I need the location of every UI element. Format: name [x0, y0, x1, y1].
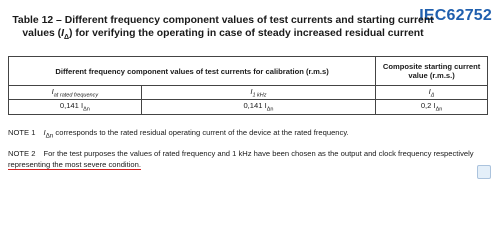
- title-line-1: Table 12 – Different frequency component…: [12, 15, 434, 26]
- symbol-cell-rated-frequency: Iat rated frequency: [8, 85, 142, 100]
- symbol-1khz-sub: 1 kHz: [252, 92, 267, 99]
- value-rated-sub: Δn: [83, 106, 90, 113]
- note-2-highlight: representing the most severe condition.: [8, 159, 141, 170]
- note-1-label: NOTE 1: [8, 128, 36, 137]
- symbol-delta: I: [428, 86, 431, 96]
- value-rated: 0,141 I: [59, 101, 84, 111]
- symbol-delta-sub: Δ: [430, 92, 435, 99]
- symbol-1khz: I: [250, 86, 253, 96]
- symbol-cell-1khz: I1 kHz: [140, 85, 377, 100]
- note-1-symbol: I: [43, 128, 46, 137]
- header-test-currents: Different frequency component values of …: [7, 56, 377, 86]
- note-1: NOTE 1 IΔn corresponds to the rated resid…: [8, 127, 492, 142]
- title-line-2-pre: values (: [22, 28, 62, 39]
- table-title: Table 12 – Different frequency component…: [8, 14, 438, 44]
- note-2-text: For the test purposes the values of rate…: [43, 148, 474, 158]
- title-symbol: I: [61, 28, 64, 39]
- value-cell-1khz: 0,141 IΔn: [140, 99, 377, 115]
- symbol-rated: I: [51, 86, 54, 96]
- header-composite-current: Composite starting current value (r.m.s.…: [375, 56, 488, 86]
- note-2-label: NOTE 2: [8, 148, 36, 158]
- note-1-text: corresponds to the rated residual operat…: [53, 128, 349, 137]
- value-1khz-sub: Δn: [266, 106, 274, 113]
- notes-section: NOTE 1 IΔn corresponds to the rated resid…: [8, 127, 492, 170]
- frequency-component-table: Different frequency component values of …: [7, 56, 488, 115]
- note-1-symbol-sub: Δn: [45, 132, 54, 140]
- value-delta: 0,2 I: [420, 101, 436, 111]
- watermark-logo-icon: [477, 165, 491, 179]
- value-1khz: 0,141 I: [243, 101, 267, 111]
- symbol-cell-delta: IΔ: [375, 85, 488, 100]
- symbol-rated-sub: at rated frequency: [53, 92, 99, 99]
- title-line-2-post: ) for verifying the operating in case of…: [69, 28, 424, 39]
- value-cell-rated-frequency: 0,141 IΔn: [8, 99, 142, 115]
- title-symbol-sub: Δ: [64, 34, 70, 42]
- value-delta-sub: Δn: [435, 106, 443, 113]
- watermark: [477, 165, 494, 179]
- value-cell-delta: 0,2 IΔn: [375, 99, 488, 115]
- note-2: NOTE 2 For the test purposes the values o…: [8, 148, 492, 170]
- brand-label: IEC62752: [419, 7, 492, 24]
